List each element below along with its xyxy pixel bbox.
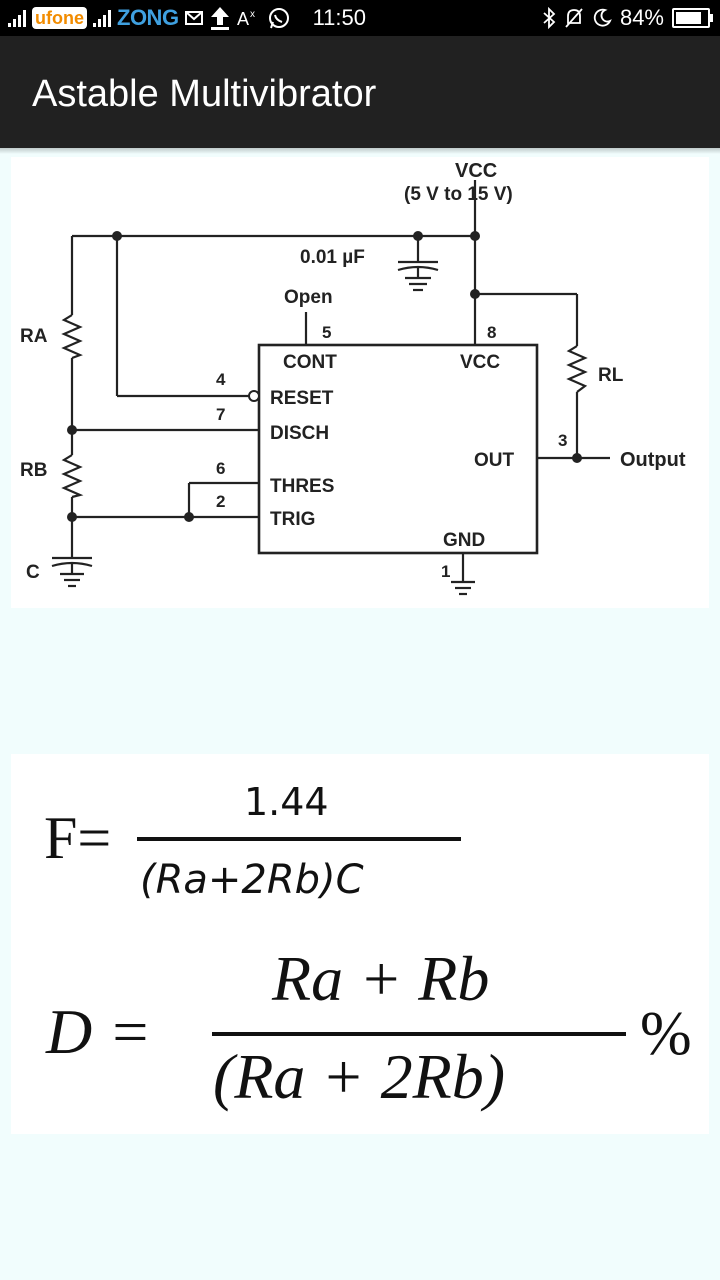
supply-range: (5 V to 15 V): [404, 184, 513, 205]
moon-icon: [593, 8, 612, 27]
duty-percent: %: [640, 1000, 692, 1068]
formulas-svg: F= 1.44 (Ra+2Rb)C D = Ra + Rb (Ra + 2Rb)…: [44, 780, 692, 1112]
frequency-denominator: (Ra+2Rb)C: [140, 857, 364, 903]
signal-icon-2: [93, 9, 111, 27]
battery-fill: [676, 12, 702, 24]
carrier-ufone: ufone: [32, 7, 87, 29]
pin-cont-number: 5: [322, 323, 331, 342]
c-label: C: [26, 562, 40, 583]
signal-icon: [8, 9, 26, 27]
svg-text:A: A: [237, 9, 249, 29]
cap-value: 0.01 µF: [300, 247, 365, 268]
wires: [51, 180, 610, 596]
app-bar-shadow: [0, 148, 720, 154]
mail-icon: [184, 11, 203, 25]
clock: 11:50: [312, 5, 366, 30]
rl-label: RL: [598, 365, 624, 386]
whatsapp-icon: [268, 8, 289, 29]
duty-numerator: Ra + Rb: [271, 943, 489, 1014]
duty-lhs: D =: [45, 996, 151, 1067]
ra-resistor: [61, 314, 83, 360]
pin-gnd-label: GND: [443, 530, 485, 551]
pin-cont-label: CONT: [283, 352, 337, 373]
formulas-panel: F= 1.44 (Ra+2Rb)C D = Ra + Rb (Ra + 2Rb)…: [11, 754, 709, 1134]
pin-out-label: OUT: [474, 450, 515, 471]
junction-dots: [67, 231, 582, 522]
pin-trig-label: TRIG: [270, 509, 315, 530]
battery-icon: [672, 8, 713, 28]
app-bar: Astable Multivibrator: [0, 36, 720, 148]
pin-reset-label: RESET: [270, 388, 334, 409]
ra-label: RA: [20, 326, 48, 347]
page-title: Astable Multivibrator: [32, 73, 377, 115]
rb-resistor: [61, 454, 84, 499]
pin-vcc-label: VCC: [460, 352, 500, 373]
status-right: 84%: [542, 0, 713, 36]
battery-percent: 84%: [619, 5, 664, 30]
circuit-diagram: VCC (5 V to 15 V) 0.01 µF Open RA RB C R…: [11, 157, 709, 608]
bluetooth-icon: [543, 7, 556, 29]
pin-thres-label: THRES: [270, 476, 334, 497]
pin-trig-number: 2: [216, 492, 225, 511]
circuit-svg: VCC (5 V to 15 V) 0.01 µF Open RA RB C R…: [20, 160, 686, 596]
pin-gnd-number: 1: [441, 562, 450, 581]
frequency-numerator: 1.44: [244, 780, 329, 824]
mute-icon: [565, 8, 583, 28]
rl-resistor: [566, 345, 588, 393]
vcc-label: VCC: [455, 160, 497, 182]
upload-icon: [210, 7, 229, 30]
svg-text:x: x: [250, 9, 255, 20]
pin-reset-number: 4: [216, 370, 226, 389]
pin-out-number: 3: [558, 431, 567, 450]
pin-vcc-number: 8: [487, 323, 496, 342]
pin-disch-number: 7: [216, 405, 225, 424]
duty-denominator: (Ra + 2Rb): [213, 1041, 505, 1112]
pin-disch-label: DISCH: [270, 423, 329, 444]
output-label: Output: [620, 449, 686, 471]
frequency-lhs: F=: [44, 805, 111, 871]
pin-thres-number: 6: [216, 459, 225, 478]
open-label: Open: [284, 287, 333, 308]
rb-label: RB: [20, 460, 47, 481]
carrier-zong: ZONG: [117, 5, 179, 30]
reset-bubble: [248, 390, 260, 402]
